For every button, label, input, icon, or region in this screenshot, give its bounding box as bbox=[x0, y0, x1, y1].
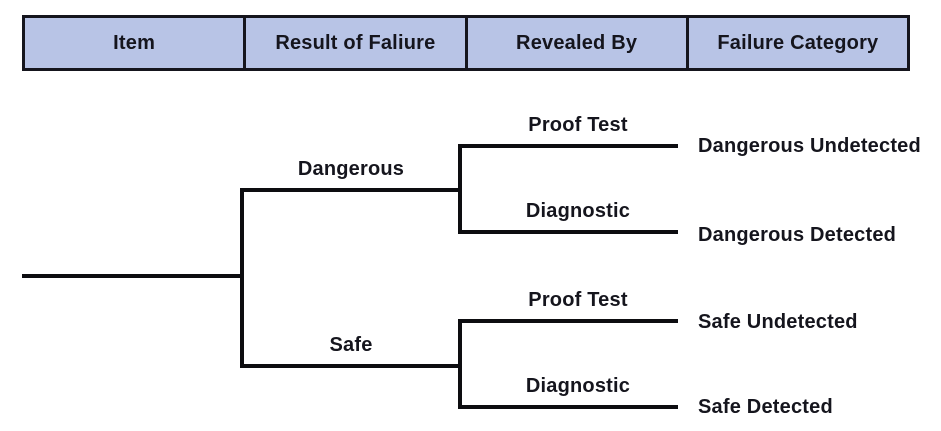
revealed-by-label-safe-proof-test: Proof Test bbox=[528, 289, 628, 311]
failure-category-label-safe-detected: Safe Detected bbox=[698, 396, 833, 418]
revealed-by-label-safe-diagnostic: Diagnostic bbox=[525, 375, 631, 397]
safe-split-line bbox=[458, 319, 462, 409]
dangerous-split-line bbox=[458, 144, 462, 234]
root-branch-line bbox=[22, 274, 244, 278]
branch-label-safe: Safe bbox=[329, 334, 373, 356]
dangerous-diagnostic-line bbox=[458, 230, 678, 234]
header-table: Item Result of Faliure Revealed By Failu… bbox=[22, 15, 910, 71]
failure-category-label-safe-undetected: Safe Undetected bbox=[698, 311, 858, 333]
header-cell-revealed-by: Revealed By bbox=[468, 18, 689, 68]
revealed-by-label-dangerous-diagnostic: Diagnostic bbox=[525, 200, 631, 222]
safe-diagnostic-line bbox=[458, 405, 678, 409]
level1-split-line bbox=[240, 188, 244, 368]
failure-category-label-dangerous-detected: Dangerous Detected bbox=[698, 224, 897, 246]
header-cell-failure-category: Failure Category bbox=[717, 31, 879, 54]
failure-category-label-dangerous-undetected: Dangerous Undetected bbox=[698, 135, 921, 157]
safe-proof-test-line bbox=[458, 319, 678, 323]
dangerous-branch-line bbox=[240, 188, 462, 192]
branch-label-dangerous: Dangerous bbox=[297, 158, 405, 180]
header-cell-item: Item bbox=[25, 18, 247, 68]
safe-branch-line bbox=[240, 364, 462, 368]
header-cell-result-of-failure: Result of Faliure bbox=[246, 18, 468, 68]
revealed-by-label-dangerous-proof-test: Proof Test bbox=[528, 114, 628, 136]
dangerous-proof-test-line bbox=[458, 144, 678, 148]
